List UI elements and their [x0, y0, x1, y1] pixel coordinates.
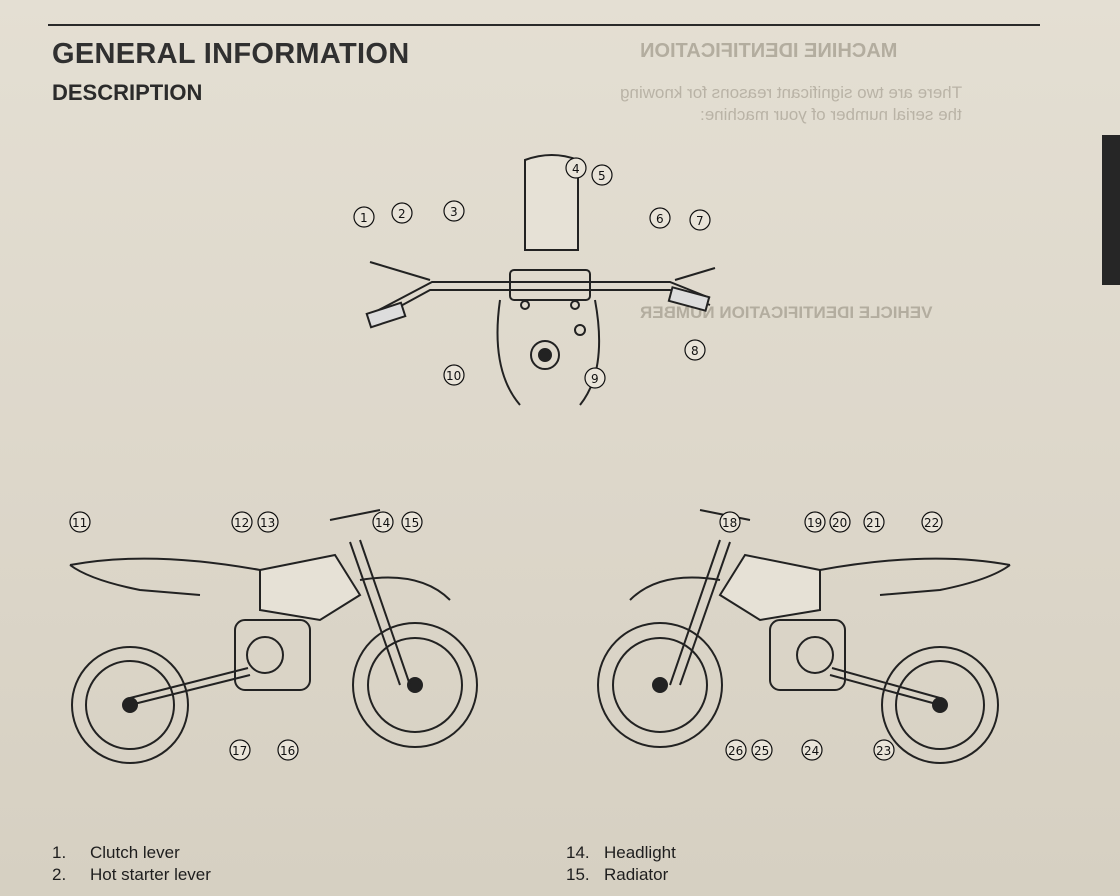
motorcycle-right-side-diagram: 18 19 20 21 22 23 24 25 26 — [590, 500, 1020, 780]
callout-17: 17 — [232, 744, 247, 758]
legend-item: 2. Hot starter lever — [52, 864, 211, 886]
callout-5: 5 — [598, 169, 606, 183]
callout-25: 25 — [754, 744, 769, 758]
legend-item: 1. Clutch lever — [52, 842, 211, 864]
section-title: GENERAL INFORMATION — [52, 38, 409, 71]
legend-label: Clutch lever — [90, 842, 180, 864]
callout-6: 6 — [656, 212, 664, 226]
callout-12: 12 — [234, 516, 249, 530]
callout-9: 9 — [591, 372, 599, 386]
legend-number: 14. — [566, 842, 592, 864]
legend-item: 15. Radiator — [566, 864, 676, 886]
callout-16: 16 — [280, 744, 295, 758]
legend-label: Radiator — [604, 864, 668, 886]
callout-18: 18 — [722, 516, 737, 530]
side-index-tab — [1102, 135, 1120, 285]
legend-left-column: 1. Clutch lever 2. Hot starter lever — [52, 842, 211, 886]
show-through-paragraph-line-2: the serial number of your machine: — [700, 104, 962, 126]
legend-number: 15. — [566, 864, 592, 886]
callout-14: 14 — [375, 516, 390, 530]
handlebar-top-view-diagram: 1 2 3 4 5 6 7 8 9 10 — [340, 140, 740, 410]
motorcycle-left-side-diagram: 11 12 13 14 15 16 17 — [60, 500, 490, 780]
legend-label: Hot starter lever — [90, 864, 211, 886]
callout-21: 21 — [866, 516, 881, 530]
callout-2: 2 — [398, 207, 406, 221]
legend-number: 1. — [52, 842, 78, 864]
callout-10: 10 — [446, 369, 461, 383]
show-through-paragraph-line-1: There are two significant reasons for kn… — [620, 82, 962, 104]
callout-13: 13 — [260, 516, 275, 530]
top-rule — [48, 24, 1040, 26]
subsection-title: DESCRIPTION — [52, 80, 202, 106]
legend-right-column: 14. Headlight 15. Radiator — [566, 842, 676, 886]
legend-item: 14. Headlight — [566, 842, 676, 864]
callout-20: 20 — [832, 516, 847, 530]
callout-23: 23 — [876, 744, 891, 758]
callout-15: 15 — [404, 516, 419, 530]
legend-label: Headlight — [604, 842, 676, 864]
callout-26: 26 — [728, 744, 743, 758]
callout-22: 22 — [924, 516, 939, 530]
legend-number: 2. — [52, 864, 78, 886]
callout-4: 4 — [572, 162, 580, 176]
callout-3: 3 — [450, 205, 458, 219]
callout-7: 7 — [696, 214, 704, 228]
callout-8: 8 — [691, 344, 699, 358]
callout-19: 19 — [807, 516, 822, 530]
callout-24: 24 — [804, 744, 819, 758]
show-through-title: MACHINE IDENTIFICATION — [640, 40, 897, 62]
callout-11: 11 — [72, 516, 87, 530]
callout-1: 1 — [360, 211, 368, 225]
